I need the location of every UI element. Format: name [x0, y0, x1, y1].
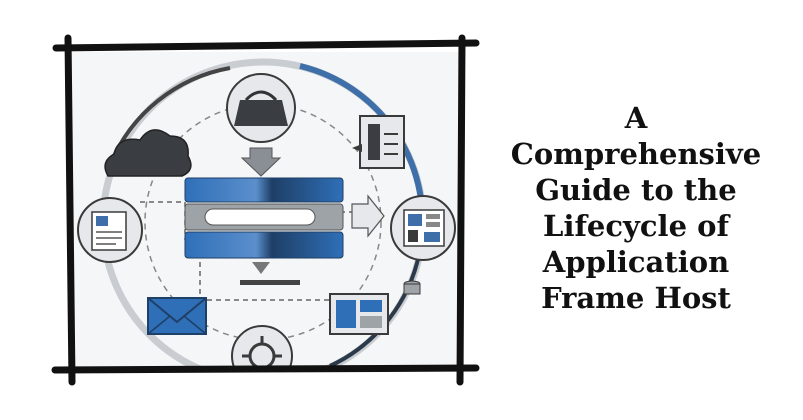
- app-window-icon: [390, 195, 456, 261]
- title-line-5: Application: [542, 245, 730, 279]
- layout-window-icon: [329, 293, 389, 335]
- document-stack-icon: [77, 197, 143, 263]
- email-envelope-icon: [147, 297, 207, 335]
- shopping-bag-icon: [226, 73, 296, 143]
- gear-icon: [231, 325, 293, 368]
- top-down-arrow: [240, 147, 282, 177]
- central-underline: [240, 280, 300, 285]
- title-line-2: Comprehensive: [510, 137, 762, 171]
- central-bar-top: [184, 177, 344, 203]
- title-line-6: Frame Host: [541, 281, 731, 315]
- title-line-1: A: [624, 101, 648, 135]
- lifecycle-ring-dark-arc: [329, 249, 422, 368]
- right-arrow: [351, 194, 385, 238]
- hand-drawn-frame: [51, 34, 480, 386]
- central-bar-bottom: [184, 231, 344, 259]
- title-line-3: Guide to the: [535, 173, 737, 207]
- central-bar-middle-slot: [204, 208, 316, 226]
- central-down-arrow: [252, 262, 270, 274]
- connector-left: [140, 201, 186, 240]
- database-icon: [403, 280, 421, 295]
- title-line-4: Lifecycle of: [543, 209, 729, 243]
- document-icon: [352, 115, 405, 169]
- article-title: A Comprehensive Guide to the Lifecycle o…: [486, 100, 786, 316]
- cloud-icon: [104, 129, 192, 177]
